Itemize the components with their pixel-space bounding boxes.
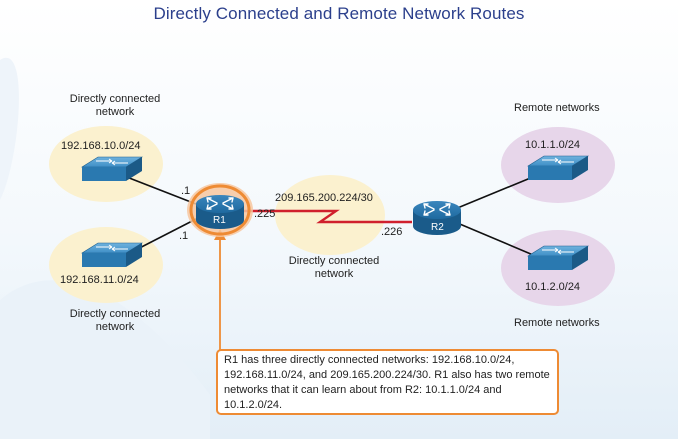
network-address: 192.168.11.0/24	[60, 274, 139, 286]
interface-ip: .1	[179, 230, 189, 242]
router-r2[interactable]	[413, 201, 461, 235]
callout-box: R1 has three directly connected networks…	[216, 349, 559, 415]
serial-network-address: 209.165.200.224/30	[275, 192, 373, 204]
serial-link	[244, 209, 412, 224]
router-arrows-icon	[206, 197, 234, 210]
switch-icon[interactable]	[526, 245, 590, 270]
network-label: Directly connected network	[69, 93, 161, 118]
link-sw1-r1	[123, 175, 197, 205]
network-label: Directly connected network	[288, 255, 380, 280]
router-r1[interactable]	[187, 183, 253, 237]
diagram-title: Directly Connected and Remote Network Ro…	[153, 4, 525, 23]
switch-icon[interactable]	[80, 156, 144, 181]
router-label: R1	[213, 215, 226, 226]
interface-ip: .1	[181, 185, 191, 197]
background-swoosh	[0, 57, 19, 200]
network-address: 10.1.2.0/24	[525, 281, 581, 293]
network-label: Remote networks	[514, 317, 600, 329]
interface-ip: .225	[254, 208, 276, 220]
link-r2-sw4	[454, 221, 546, 261]
router-arrows-icon	[423, 203, 451, 216]
network-label: Remote networks	[514, 102, 600, 114]
background-swoosh	[0, 280, 210, 439]
network-label: Directly connected network	[69, 308, 161, 333]
switch-icon[interactable]	[80, 242, 144, 267]
switch-icon[interactable]	[526, 155, 590, 180]
interface-ip: .226	[381, 226, 403, 238]
router-label: R2	[431, 222, 444, 233]
network-address: 192.168.10.0/24	[61, 140, 141, 152]
network-address: 10.1.1.0/24	[525, 139, 581, 151]
